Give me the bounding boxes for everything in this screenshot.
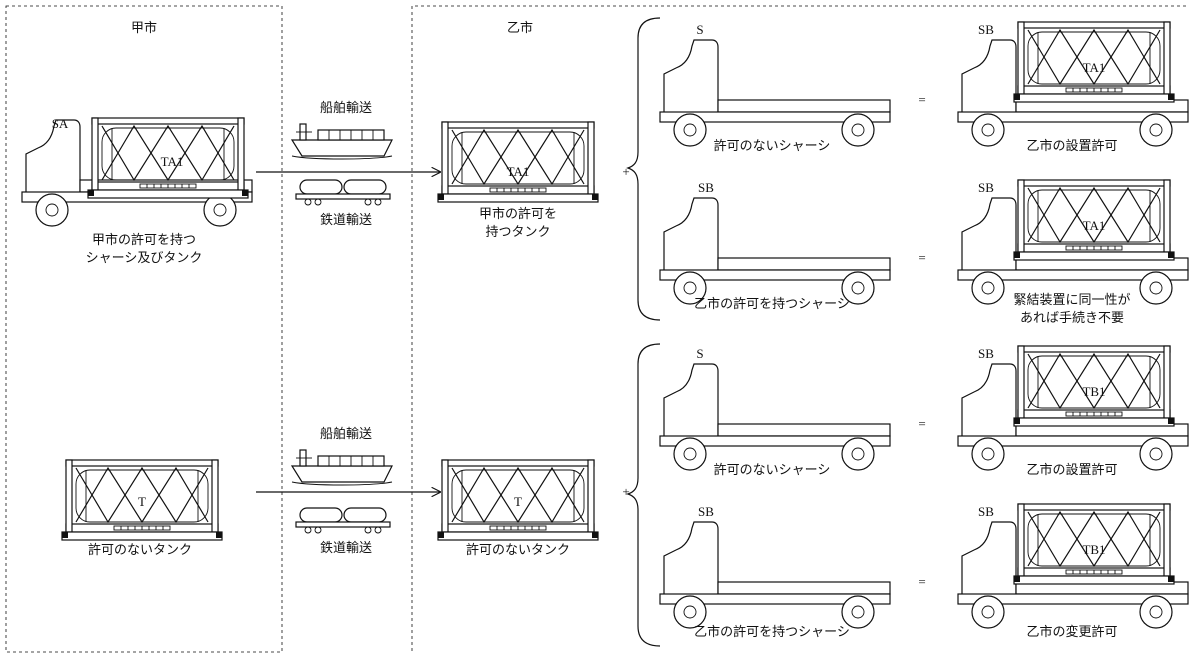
region-city-b-label: 乙市 xyxy=(507,20,533,35)
equals-sign-2: = xyxy=(918,250,925,265)
brace-2 xyxy=(626,343,661,647)
case-chassis-caption-2: 乙市の許可を持つシャーシ xyxy=(694,296,850,311)
case-result-tank-id-1: TA1 xyxy=(1083,60,1106,75)
case-result-chassis-id-2: SB xyxy=(978,180,994,195)
case-result-tank-id-2: TA1 xyxy=(1083,218,1106,233)
region-city-a-frame xyxy=(5,5,283,653)
case-result-4 xyxy=(957,503,1189,629)
case-result-chassis-id-1: SB xyxy=(978,22,994,37)
case-result-chassis-id-3: SB xyxy=(978,346,994,361)
case-result-chassis-id-4: SB xyxy=(978,504,994,519)
equals-sign-1: = xyxy=(918,92,925,107)
rail-icon xyxy=(295,179,391,206)
rail-transport-label-1: 鉄道輸送 xyxy=(320,212,372,227)
case-result-caption-3: 乙市の設置許可 xyxy=(1026,462,1117,477)
case-result-tank-id-4: TB1 xyxy=(1082,542,1105,557)
case-result-caption-4: 乙市の変更許可 xyxy=(1026,624,1117,639)
ship-transport-label-1: 船舶輸送 xyxy=(320,100,372,115)
brace-1 xyxy=(626,17,661,321)
case-result-2 xyxy=(957,179,1189,305)
case-result-caption-2-line2: あれば手続き不要 xyxy=(1020,310,1124,325)
origin-chassis-id: SA xyxy=(52,116,69,131)
case-result-3 xyxy=(957,345,1189,471)
plus-sign-1: + xyxy=(622,164,629,179)
case-result-caption-2-line1: 緊結装置に同一性が xyxy=(1013,292,1130,307)
arrival-caption-2: 許可のないタンク xyxy=(466,542,570,557)
arrival-tank-id-1: TA1 xyxy=(507,164,530,179)
case-result-caption-1: 乙市の設置許可 xyxy=(1026,138,1117,153)
case-chassis-id-4: SB xyxy=(698,504,714,519)
origin-tank-id: TA1 xyxy=(161,154,184,169)
rail-icon xyxy=(295,507,391,534)
origin-caption-line1: 甲市の許可を持つ xyxy=(92,232,196,247)
case-chassis-id-1: S xyxy=(696,22,703,37)
ship-transport-label-2: 船舶輸送 xyxy=(320,426,372,441)
plus-sign-2: + xyxy=(622,484,629,499)
case-chassis-1 xyxy=(659,39,891,147)
case-chassis-id-3: S xyxy=(696,346,703,361)
case-chassis-3 xyxy=(659,363,891,471)
arrival-caption-1-line2: 持つタンク xyxy=(485,224,550,239)
case-chassis-caption-1: 許可のないシャーシ xyxy=(714,138,831,153)
arrival-tank-1 xyxy=(437,121,599,203)
case-chassis-id-2: SB xyxy=(698,180,714,195)
case-chassis-caption-4: 乙市の許可を持つシャーシ xyxy=(694,624,850,639)
case-chassis-2 xyxy=(659,197,891,305)
ship-icon xyxy=(291,123,393,160)
origin-tank-id-2: T xyxy=(138,494,146,509)
case-chassis-4 xyxy=(659,521,891,629)
ship-icon xyxy=(291,449,393,486)
equals-sign-4: = xyxy=(918,574,925,589)
equals-sign-3: = xyxy=(918,416,925,431)
origin-caption-2: 許可のないタンク xyxy=(88,542,192,557)
origin-truck-with-tank: SA TA1 xyxy=(21,116,253,227)
arrival-tank-id-2: T xyxy=(514,494,522,509)
case-chassis-caption-3: 許可のないシャーシ xyxy=(714,462,831,477)
region-city-b-frame xyxy=(411,5,1186,652)
origin-caption-line2: シャーシ及びタンク xyxy=(86,250,203,265)
case-result-tank-id-3: TB1 xyxy=(1082,384,1105,399)
case-result-1 xyxy=(957,21,1189,147)
rail-transport-label-2: 鉄道輸送 xyxy=(320,540,372,555)
arrival-caption-1-line1: 甲市の許可を xyxy=(479,206,557,221)
region-city-a-label: 甲市 xyxy=(131,20,157,35)
